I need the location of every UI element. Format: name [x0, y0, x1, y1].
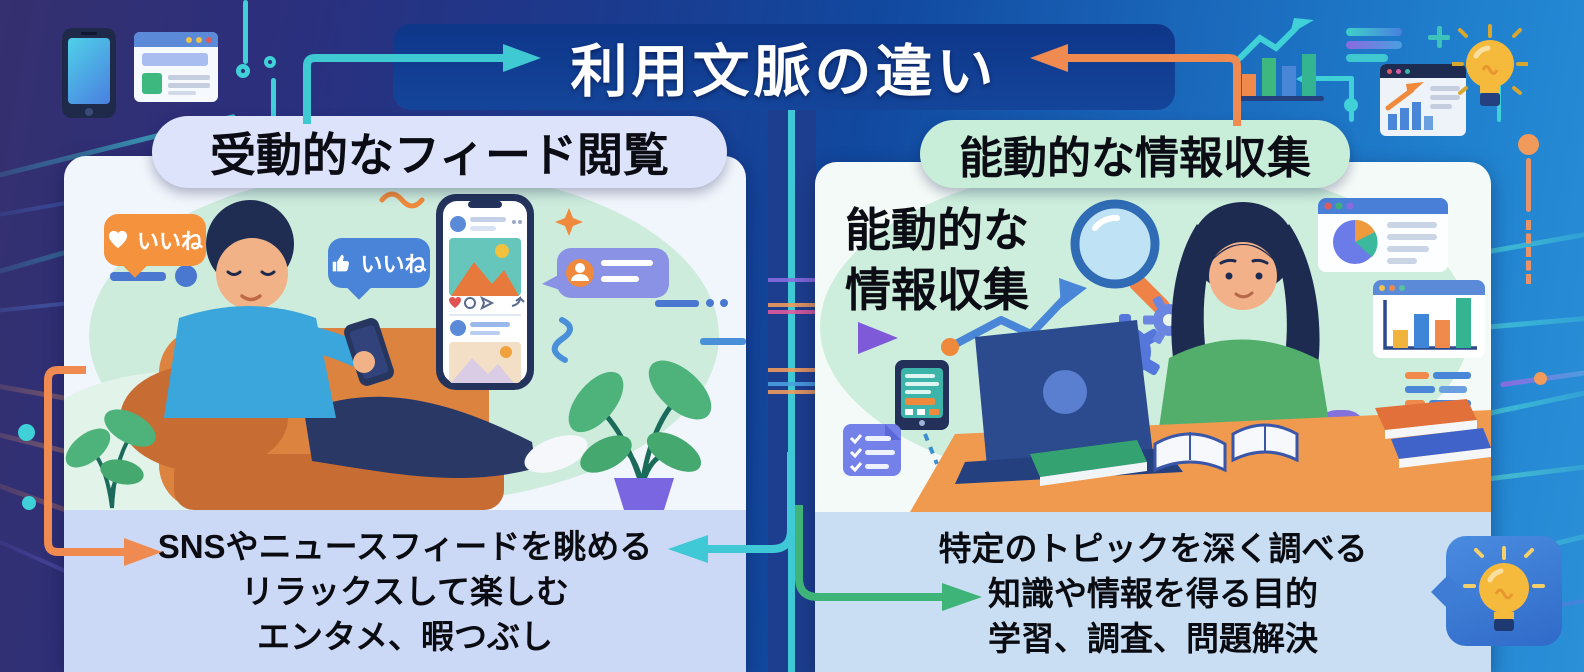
trend-arrow-icon	[941, 278, 1087, 356]
bg-dot	[22, 496, 36, 510]
right-desc-line1: 特定のトピックを深く調べる	[938, 530, 1368, 567]
browser-thumb	[142, 73, 162, 94]
browser-hero-bar	[142, 53, 208, 66]
circuit-stripe	[768, 390, 816, 394]
circuit-stripe	[768, 368, 816, 372]
growth-bar-chart-icon	[1236, 18, 1324, 101]
window-dot	[1396, 69, 1401, 74]
right-header-pill: 能動的な情報収集	[920, 120, 1350, 188]
circuit-node-icon	[264, 56, 276, 68]
like-label: いいね	[360, 252, 427, 277]
window-dot	[186, 37, 192, 43]
lightbulb-icon	[1463, 546, 1545, 631]
phone-home-button	[85, 108, 93, 116]
browser-line	[168, 75, 210, 80]
like-label: いいね	[136, 229, 203, 254]
plant-right	[568, 360, 712, 510]
circuit-node-icon	[1526, 158, 1531, 212]
heart-like-bubble: いいね	[104, 214, 206, 266]
circuit-stripe	[768, 278, 816, 282]
inner-label-line1: 能動的な	[845, 204, 1029, 256]
circuit-node-icon	[1518, 134, 1539, 155]
gradient-lines	[1346, 54, 1388, 62]
left-desc-line2: リラックスして楽しむ	[240, 573, 570, 610]
studying-person	[1153, 202, 1337, 470]
circuit-node-icon	[1534, 372, 1547, 385]
circuit-node-icon	[1526, 220, 1531, 284]
left-desc-line3: エンタメ、暇つぶし	[256, 618, 553, 655]
circuit-stripe	[768, 382, 816, 386]
pie-chart-window-icon	[1318, 198, 1448, 272]
right-desc-line2: 知識や情報を得る目的	[988, 575, 1318, 612]
thumbs-up-icon	[333, 254, 350, 271]
browser-line	[168, 83, 210, 88]
chat-message-bubble	[542, 248, 669, 298]
right-header-label: 能動的な情報収集	[959, 134, 1311, 183]
left-scene-illustration	[64, 168, 746, 510]
smartphone-feed-mockup	[436, 194, 534, 390]
window-dot	[206, 37, 212, 43]
window-header	[1380, 64, 1466, 78]
title-banner: 利用文脈の違い	[393, 24, 1175, 110]
thumbs-up-like-bubble: いいね	[328, 238, 430, 288]
circuit-line	[788, 60, 795, 672]
squiggle-decor	[551, 317, 573, 363]
window-dot	[196, 37, 202, 43]
gradient-lines	[1346, 41, 1402, 49]
left-desc-line1: SNSやニュースフィードを眺める	[157, 528, 653, 565]
left-header-label: 受動的なフィード閲覧	[209, 129, 670, 181]
page-title: 利用文脈の違い	[570, 40, 998, 104]
smartphone-icon	[62, 28, 116, 118]
circuit-node-icon	[236, 64, 250, 78]
circuit-stripe	[768, 303, 816, 307]
right-description: 特定のトピックを深く調べる 知識や情報を得る目的 学習、調査、問題解決	[815, 526, 1491, 661]
heart-icon	[108, 230, 128, 249]
analytics-window-icon	[1380, 64, 1466, 136]
circuit-node-icon	[243, 0, 248, 64]
window-dot	[1405, 69, 1410, 74]
checklist-icon	[843, 424, 901, 476]
open-books	[1153, 423, 1299, 473]
plus-icon	[1428, 26, 1450, 48]
phone-speaker	[81, 32, 97, 35]
right-inner-label: 能動的な 情報収集	[845, 200, 1029, 320]
lightbulb-icon	[1452, 24, 1528, 106]
bar-chart-window-icon	[1373, 280, 1485, 358]
phone-screen	[68, 38, 110, 104]
magnifying-glass-icon	[1070, 199, 1170, 316]
sparkle-icon	[555, 208, 583, 236]
window-dot	[1387, 69, 1392, 74]
circuit-stripe	[768, 310, 816, 314]
research-smartphone-icon	[895, 360, 949, 465]
left-header-pill: 受動的なフィード閲覧	[152, 116, 727, 188]
green-book	[1030, 440, 1147, 486]
squiggle-decor	[379, 191, 425, 209]
center-circuit-divider	[768, 60, 816, 672]
bg-dot	[18, 424, 35, 441]
browser-line	[168, 91, 196, 95]
left-description: SNSやニュースフィードを眺める リラックスして楽しむ エンタメ、暇つぶし	[64, 524, 746, 659]
right-desc-line3: 学習、調査、問題解決	[988, 620, 1318, 657]
circuit-node-icon	[271, 78, 276, 130]
idea-lightbulb-bubble	[1431, 536, 1562, 646]
browser-header	[134, 32, 218, 47]
browser-window-icon	[134, 32, 218, 102]
gradient-lines	[1346, 28, 1402, 36]
inner-label-line2: 情報収集	[845, 264, 1029, 316]
